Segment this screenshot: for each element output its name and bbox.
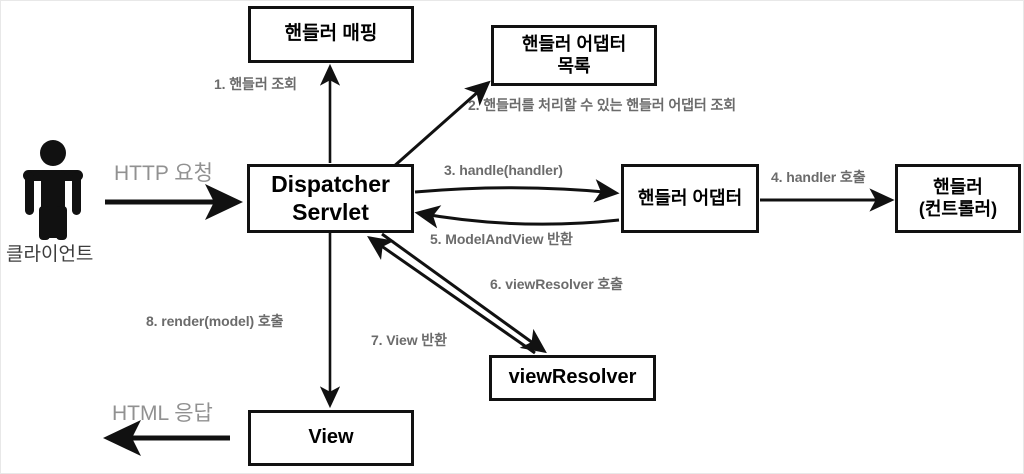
arrow-step-6: [381, 232, 547, 354]
edge-label-step-7: 7. View 반환: [371, 332, 447, 348]
node-handler-adapter-list[interactable]: 핸들러 어댑터 목록: [491, 25, 657, 86]
arrow-step-7: [367, 235, 536, 355]
node-handler-controller-label: 핸들러 (컨트롤러): [918, 177, 998, 219]
node-view-resolver-label: viewResolver: [508, 366, 637, 389]
label-client: 클라이언트: [6, 244, 94, 265]
edge-label-step-1: 1. 핸들러 조회: [214, 76, 297, 92]
node-dispatcher-servlet[interactable]: Dispatcher Servlet: [247, 164, 414, 233]
node-handler-adapter-list-label: 핸들러 어댑터 목록: [521, 34, 627, 76]
node-handler-adapter[interactable]: 핸들러 어댑터: [621, 164, 759, 233]
arrow-step-5: [414, 205, 620, 229]
label-http-request: HTTP 요청: [114, 162, 213, 185]
arrow-step-2: [391, 80, 491, 170]
edge-label-step-8: 8. render(model) 호출: [146, 313, 284, 329]
node-handler-mapping[interactable]: 핸들러 매핑: [248, 6, 414, 63]
node-view[interactable]: View: [248, 410, 414, 466]
edge-label-step-4: 4. handler 호출: [771, 169, 866, 185]
edge-label-step-6: 6. viewResolver 호출: [490, 276, 623, 292]
edge-label-step-2: 2. 핸들러를 처리할 수 있는 핸들러 어댑터 조회: [468, 97, 737, 113]
edge-label-step-5: 5. ModelAndView 반환: [430, 231, 573, 247]
node-dispatcher-servlet-label: Dispatcher Servlet: [271, 171, 390, 225]
client-stick-figure-icon: [23, 140, 83, 240]
node-view-label: View: [308, 426, 354, 449]
label-html-response: HTML 응답: [112, 402, 213, 425]
node-handler-adapter-label: 핸들러 어댑터: [637, 187, 743, 208]
node-handler-controller[interactable]: 핸들러 (컨트롤러): [895, 164, 1021, 233]
node-view-resolver[interactable]: viewResolver: [489, 355, 656, 401]
node-handler-mapping-label: 핸들러 매핑: [284, 23, 378, 45]
arrow-step-3: [414, 179, 620, 203]
edge-label-step-3: 3. handle(handler): [444, 162, 563, 178]
